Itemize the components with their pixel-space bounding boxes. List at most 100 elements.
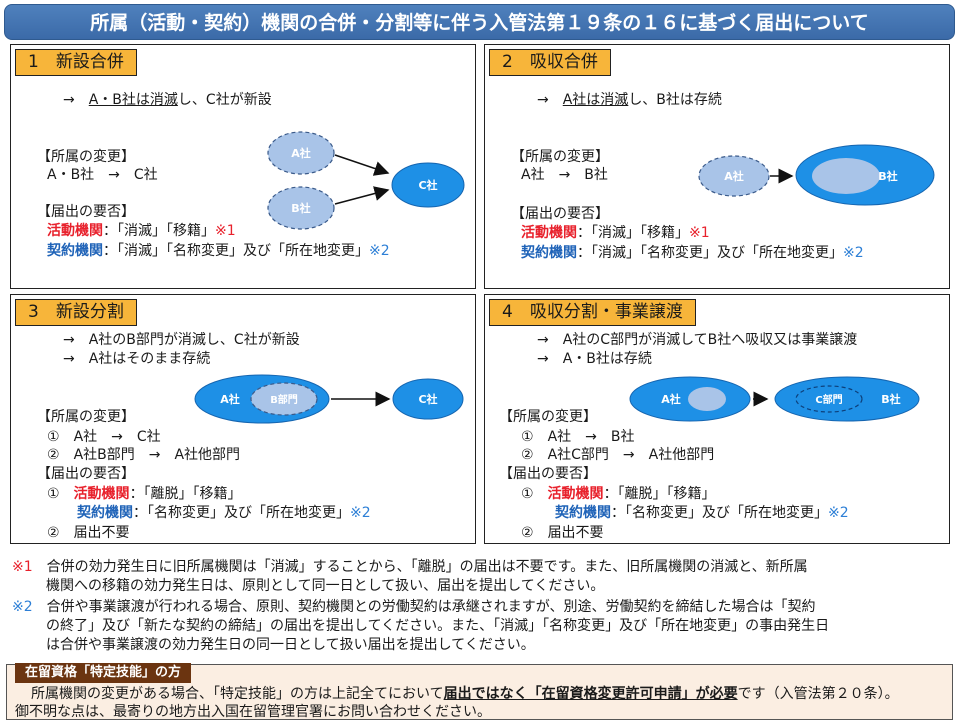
activity-text: ：「消滅」「移籍」: [103, 223, 215, 239]
activity-text: ：「離脱」「移籍」: [603, 486, 716, 502]
arrow: →: [537, 351, 549, 367]
contract-requirement: 契約機関：「名称変更」及び「所在地変更」※2: [77, 504, 371, 522]
note-1-line-2: 機関への移籍の効力発生日は、原則として同一日として扱い、届出を提出してください。: [46, 578, 605, 594]
node-c-shape: [392, 378, 464, 420]
panel-shinsetsu-gappei: 1 新設合併 → A・B社は消滅し、C社が新設 【所属の変更】 A・B社 → C…: [10, 44, 476, 289]
node-c-shape: [391, 162, 465, 208]
contract-requirement: 契約機関：「消滅」「名称変更」及び「所在地変更」※2: [521, 244, 864, 262]
contract-label: 契約機関: [47, 243, 103, 259]
note-mark-2: ※2: [369, 243, 390, 259]
specified-skills-tag: 在留資格「特定技能」の方: [15, 663, 192, 683]
arrow: →: [537, 92, 549, 108]
contract-text: ：「消滅」「名称変更」及び「所在地変更」: [577, 245, 843, 261]
node-a-shape: [698, 155, 770, 197]
description-rest: し、C社が新設: [177, 92, 272, 108]
specified-skills-line-2: 御不明な点は、最寄りの地方出入国在留管理官署にお問い合わせください。: [15, 704, 491, 720]
node-b-label: B社: [291, 201, 310, 215]
note-mark-1: ※1: [689, 225, 710, 241]
merger-diagram: A社 B社 C社: [267, 131, 465, 230]
split-diagram: A社 B部門 C社: [194, 374, 464, 424]
contract-text: ：「消滅」「名称変更」及び「所在地変更」: [103, 243, 369, 259]
sub-division-label: C部門: [815, 393, 842, 406]
note-1-line-1: ※1 合併の効力発生日に旧所属機関は「消滅」することから、「離脱」の届出は不要で…: [12, 559, 808, 575]
note-mark-2: ※2: [828, 505, 849, 521]
panel-shinsetsu-bunkatsu: 3 新設分割 → A社のB部門が消滅し、C社が新設 → A社はそのまま存続 【所…: [10, 294, 476, 544]
contract-label: 契約機関: [555, 505, 611, 521]
change-heading: 【所属の変更】: [37, 409, 135, 425]
panel-kyushu-bunkatsu: 4 吸収分割・事業譲渡 → A社のC部門が消滅してB社へ吸収又は事業譲渡 → A…: [484, 294, 950, 544]
requirement-heading: 【届出の要否】: [37, 466, 135, 482]
change-2: ② A社C部門 → A社他部門: [521, 447, 715, 463]
note-mark-2: ※2: [843, 245, 864, 261]
activity-text: ：「消滅」「移籍」: [577, 225, 689, 241]
absorbed-a-shape: [812, 158, 880, 194]
sub-division-source-shape: [688, 387, 726, 411]
panel-title: 4 吸収分割・事業譲渡: [489, 299, 696, 326]
page-title: 所属（活動・契約）機関の合併・分割等に伴う入管法第１９条の１６に基づく届出につい…: [4, 4, 955, 40]
requirement-heading: 【届出の要否】: [37, 204, 135, 220]
no-notification: ② 届出不要: [521, 525, 604, 541]
sub-division-label: B部門: [270, 393, 298, 406]
change-1: ① A社 → B社: [521, 429, 635, 445]
description: → A社は消滅し、B社は存続: [537, 91, 722, 109]
node-c-label: C社: [418, 178, 437, 192]
change-1: ① A社 → C社: [47, 429, 161, 445]
activity-requirement: 活動機関：「消滅」「移籍」※1: [521, 224, 710, 242]
node-a-label: A社: [724, 169, 744, 183]
panel-title: 1 新設合併: [15, 49, 137, 76]
contract-text: ：「名称変更」及び「所在地変更」: [133, 505, 350, 521]
specified-skills-box: 在留資格「特定技能」の方 所属機関の変更がある場合、「特定技能」の方は上記全てに…: [6, 663, 953, 720]
description-2: → A・B社は存続: [537, 351, 652, 367]
node-a-label: A社: [291, 146, 311, 160]
description-rest: し、B社は存続: [628, 92, 722, 108]
activity-label: 活動機関: [73, 486, 130, 502]
panel-kyushu-gappei: 2 吸収合併 → A社は消滅し、B社は存続 【所属の変更】 A社 → B社 【届…: [484, 44, 950, 289]
contract-requirement: 契約機関：「名称変更」及び「所在地変更」※2: [555, 504, 849, 522]
change-2: ② A社B部門 → A社他部門: [47, 447, 241, 463]
node-a-shape: [267, 131, 335, 175]
note-2-line-2: の終了」及び「新たな契約の締結」の届出を提出してください。また、「消滅」「名称変…: [46, 618, 830, 634]
description-underlined: A・B社は消滅: [88, 92, 178, 108]
node-b-label: B社: [878, 169, 897, 183]
arrow: →: [63, 92, 75, 108]
change-line: A・B社 → C社: [47, 167, 158, 183]
activity-requirement: 活動機関：「消滅」「移籍」※1: [47, 222, 236, 240]
note-2-mark: ※2: [12, 599, 33, 615]
change-line: A社 → B社: [521, 167, 608, 183]
note-mark-1: ※1: [215, 223, 236, 239]
arrow: →: [537, 332, 549, 348]
description-underlined: A社は消滅: [562, 92, 629, 108]
activity-label: 活動機関: [521, 225, 577, 241]
panel-title: 3 新設分割: [15, 299, 137, 326]
node-a-label: A社: [661, 392, 681, 406]
sub-division-shape: [250, 382, 318, 416]
description-1: → A社のB部門が消滅し、C社が新設: [63, 332, 300, 348]
description: → A・B社は消滅し、C社が新設: [63, 91, 272, 109]
requirement-heading: 【届出の要否】: [511, 206, 609, 222]
merger-diagram: A社 B社: [698, 144, 935, 206]
change-heading: 【所属の変更】: [37, 149, 135, 165]
sub-division-shape: [795, 385, 863, 413]
specified-skills-line-1: 所属機関の変更がある場合、「特定技能」の方は上記全てにおいて届出ではなく「在留資…: [31, 686, 899, 702]
note-2-line-1: ※2 合併や事業譲渡が行われる場合、原則、契約機関との労働契約は承継されますが、…: [12, 599, 816, 615]
absorption-split-diagram: A社 C部門 B社: [629, 376, 920, 422]
contract-text: ：「名称変更」及び「所在地変更」: [611, 505, 828, 521]
note-mark-2: ※2: [350, 505, 371, 521]
activity-requirement: ① 活動機関：「離脱」「移籍」: [521, 486, 716, 502]
specified-skills-emphasis: 届出ではなく「在留資格変更許可申請」が必要: [443, 686, 738, 702]
requirement-heading: 【届出の要否】: [499, 466, 597, 482]
contract-requirement: 契約機関：「消滅」「名称変更」及び「所在地変更」※2: [47, 242, 390, 260]
change-heading: 【所属の変更】: [499, 409, 597, 425]
note-1-mark: ※1: [12, 559, 33, 575]
change-heading: 【所属の変更】: [511, 149, 609, 165]
activity-text: ：「離脱」「移籍」: [129, 486, 242, 502]
contract-label: 契約機関: [77, 505, 133, 521]
node-a-label: A社: [220, 392, 240, 406]
panel-title: 2 吸収合併: [489, 49, 611, 76]
node-b-shape: [267, 186, 335, 230]
node-b-label: B社: [881, 392, 900, 406]
activity-label: 活動機関: [547, 486, 604, 502]
description-2: → A社はそのまま存続: [63, 351, 211, 367]
contract-label: 契約機関: [521, 245, 577, 261]
arrow: →: [63, 332, 75, 348]
